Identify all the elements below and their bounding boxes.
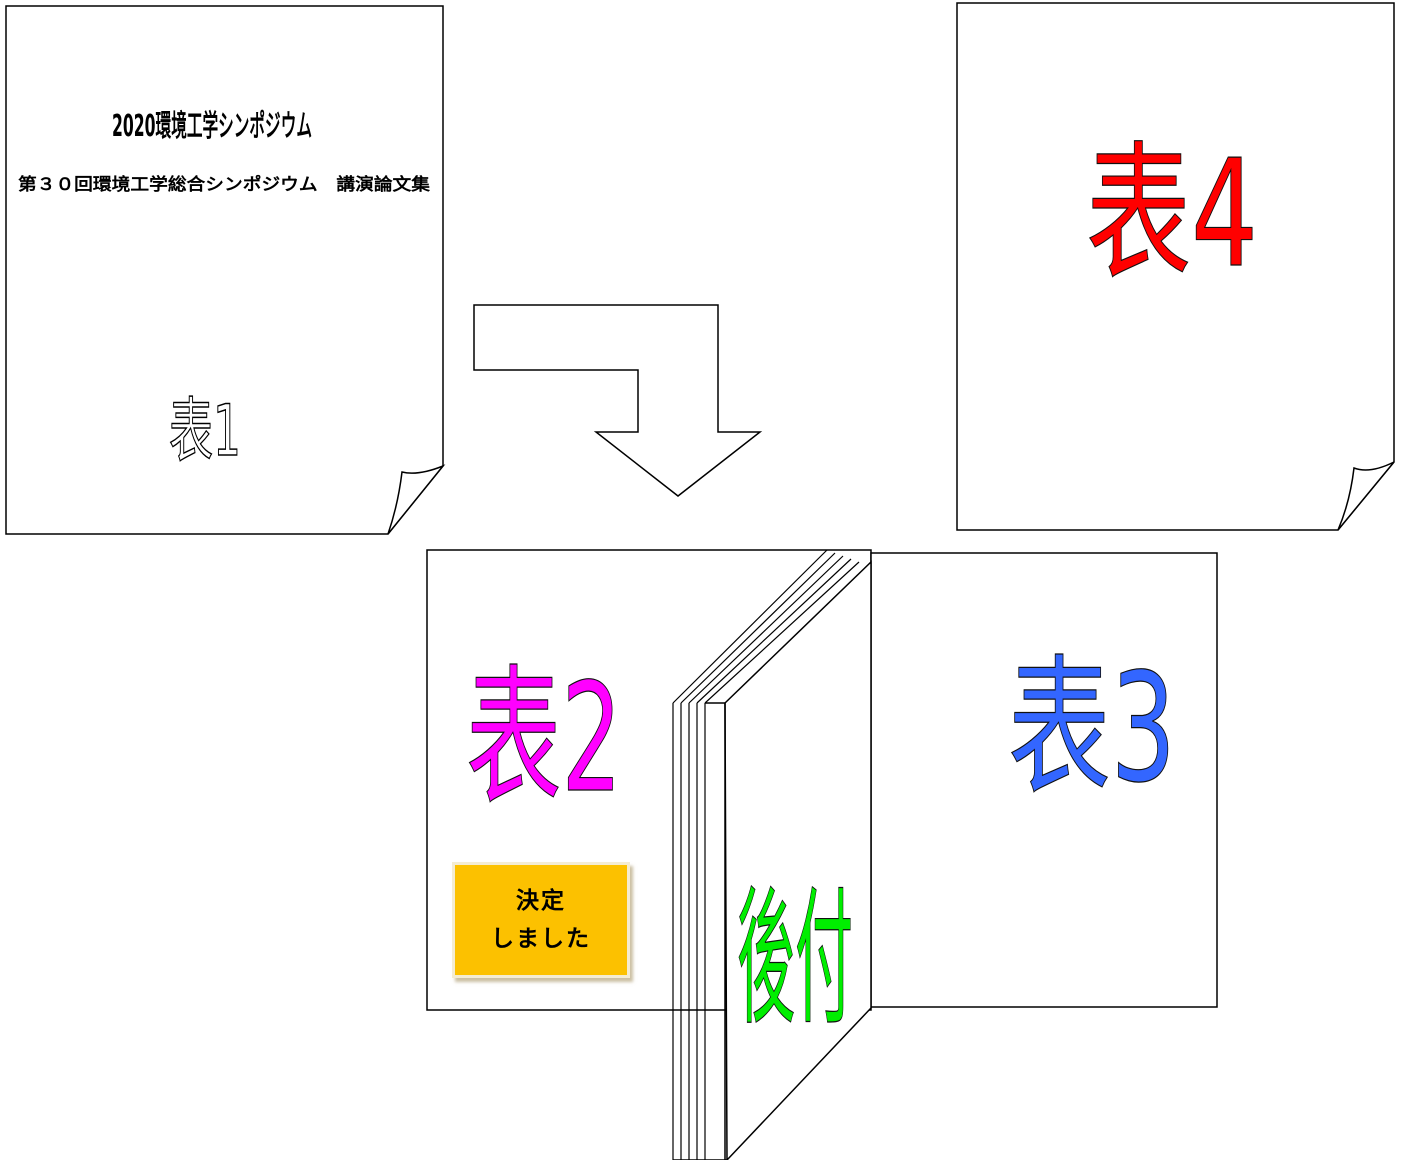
decided-note-button[interactable]: 決定 しました [452, 862, 630, 978]
cover2-label: 表2 [466, 652, 622, 826]
back-matter-block: 後付 [672, 549, 872, 1160]
cover1-title: 2020環境工学シンポジウム [112, 109, 312, 144]
cover1-page: 2020環境工学シンポジウム 第３０回環境工学総合シンポジウム 講演論文集 表1 [5, 5, 446, 535]
open-book: 表2 表3 後付 [426, 549, 1218, 1160]
cover1-label: 表1 [169, 390, 241, 472]
cover1-subtitle: 第３０回環境工学総合シンポジウム 講演論文集 [18, 174, 431, 195]
cover4-page: 表4 [956, 2, 1395, 531]
spine-label: 後付 [737, 873, 853, 1045]
note-line1: 決定 [516, 888, 566, 914]
page-curl-icon [387, 464, 446, 535]
cover3-label: 表3 [1008, 642, 1176, 816]
note-line2: しました [491, 926, 591, 952]
cover4-label: 表4 [1086, 128, 1258, 300]
bent-arrow-icon [473, 304, 763, 497]
page-curl-icon [1337, 461, 1395, 531]
